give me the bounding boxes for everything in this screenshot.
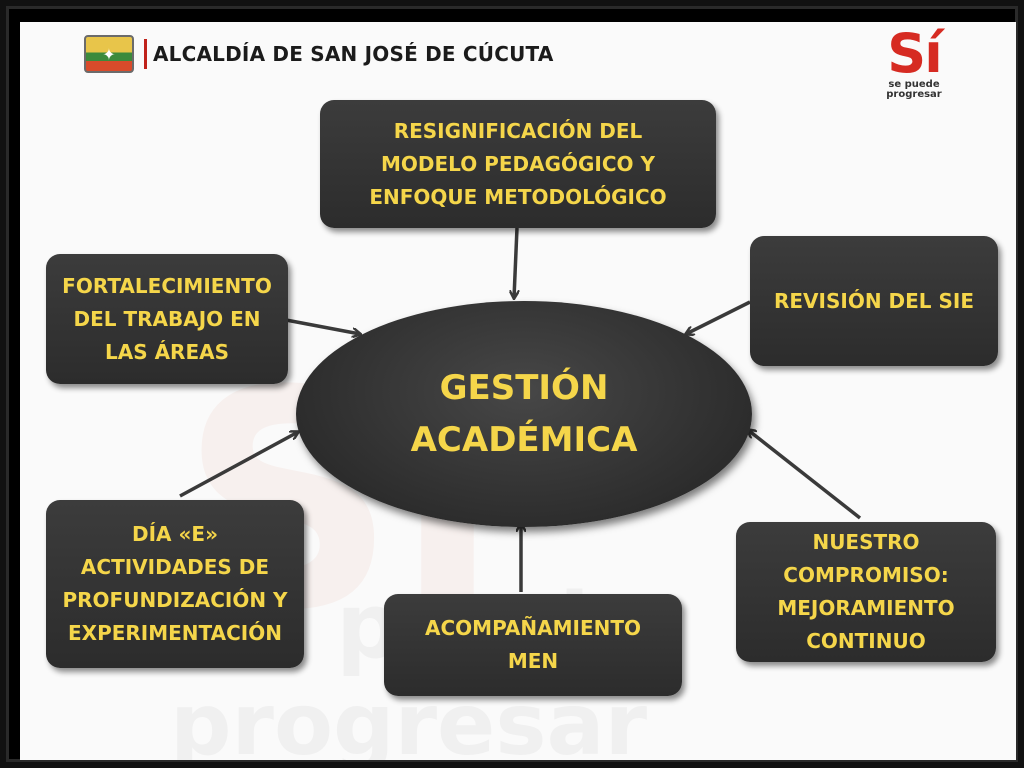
arrow-lower-right <box>748 430 862 520</box>
center-line-1: GESTIÓN <box>439 368 609 408</box>
arrow-upper-left <box>285 318 360 334</box>
node-upper-left-line: FORTALECIMIENTO <box>62 273 272 298</box>
header: ✦ ALCALDÍA DE SAN JOSÉ DE CÚCUTA <box>84 34 554 74</box>
node-upper-right: REVISIÓN DEL SIE <box>750 236 998 366</box>
center-node-gestion-academica: GESTIÓN ACADÉMICA <box>296 301 752 527</box>
slide-frame: Sí se puede progresar ✦ ALCALDÍA DE SAN … <box>6 6 1018 762</box>
arrow-lower-left <box>179 432 298 498</box>
node-top-line: ENFOQUE METODOLÓGICO <box>369 184 667 209</box>
node-bottom: ACOMPAÑAMIENTO MEN <box>384 594 682 696</box>
node-lower-left-line: DÍA «E» <box>132 522 218 546</box>
node-lower-left-line: EXPERIMENTACIÓN <box>68 621 282 645</box>
node-lower-right-line: NUESTRO <box>812 530 920 554</box>
header-title: ALCALDÍA DE SAN JOSÉ DE CÚCUTA <box>153 42 554 66</box>
node-lower-right-line: COMPROMISO: <box>783 563 949 587</box>
node-top-line: RESIGNIFICACIÓN DEL <box>393 118 643 143</box>
logo-tagline-1: se puede <box>888 79 940 90</box>
node-upper-left-line: LAS ÁREAS <box>104 339 229 364</box>
si-se-puede-progresar-logo: Sí se puede progresar <box>866 22 962 108</box>
node-lower-left-line: PROFUNDIZACIÓN Y <box>62 588 288 612</box>
logo-tagline-2: progresar <box>886 89 942 100</box>
node-bottom-line: MEN <box>507 649 559 673</box>
node-lower-right-line: CONTINUO <box>806 629 926 653</box>
node-lower-left-line: ACTIVIDADES DE <box>80 555 270 579</box>
node-upper-left-line: DEL TRABAJO EN <box>73 306 261 331</box>
connector-arrows <box>179 227 862 592</box>
node-lower-left: DÍA «E» ACTIVIDADES DE PROFUNDIZACIÓN Y … <box>46 500 304 668</box>
header-separator <box>144 39 147 69</box>
slide: Sí se puede progresar ✦ ALCALDÍA DE SAN … <box>20 22 1016 760</box>
node-top: RESIGNIFICACIÓN DEL MODELO PEDAGÓGICO Y … <box>320 100 716 228</box>
node-upper-left: FORTALECIMIENTO DEL TRABAJO EN LAS ÁREAS <box>46 254 288 384</box>
node-top-line: MODELO PEDAGÓGICO Y <box>381 151 655 176</box>
logo-main-text: Sí <box>887 22 942 85</box>
node-upper-right-line: REVISIÓN DEL SIE <box>773 288 974 313</box>
center-line-2: ACADÉMICA <box>410 420 638 460</box>
node-lower-right-line: MEJORAMIENTO <box>777 596 955 620</box>
node-bottom-line: ACOMPAÑAMIENTO <box>425 616 641 640</box>
node-lower-right: NUESTRO COMPROMISO: MEJORAMIENTO CONTINU… <box>736 522 996 662</box>
arrow-upper-right <box>686 300 751 334</box>
city-crest-icon: ✦ <box>84 35 134 73</box>
arrow-top <box>514 227 517 298</box>
